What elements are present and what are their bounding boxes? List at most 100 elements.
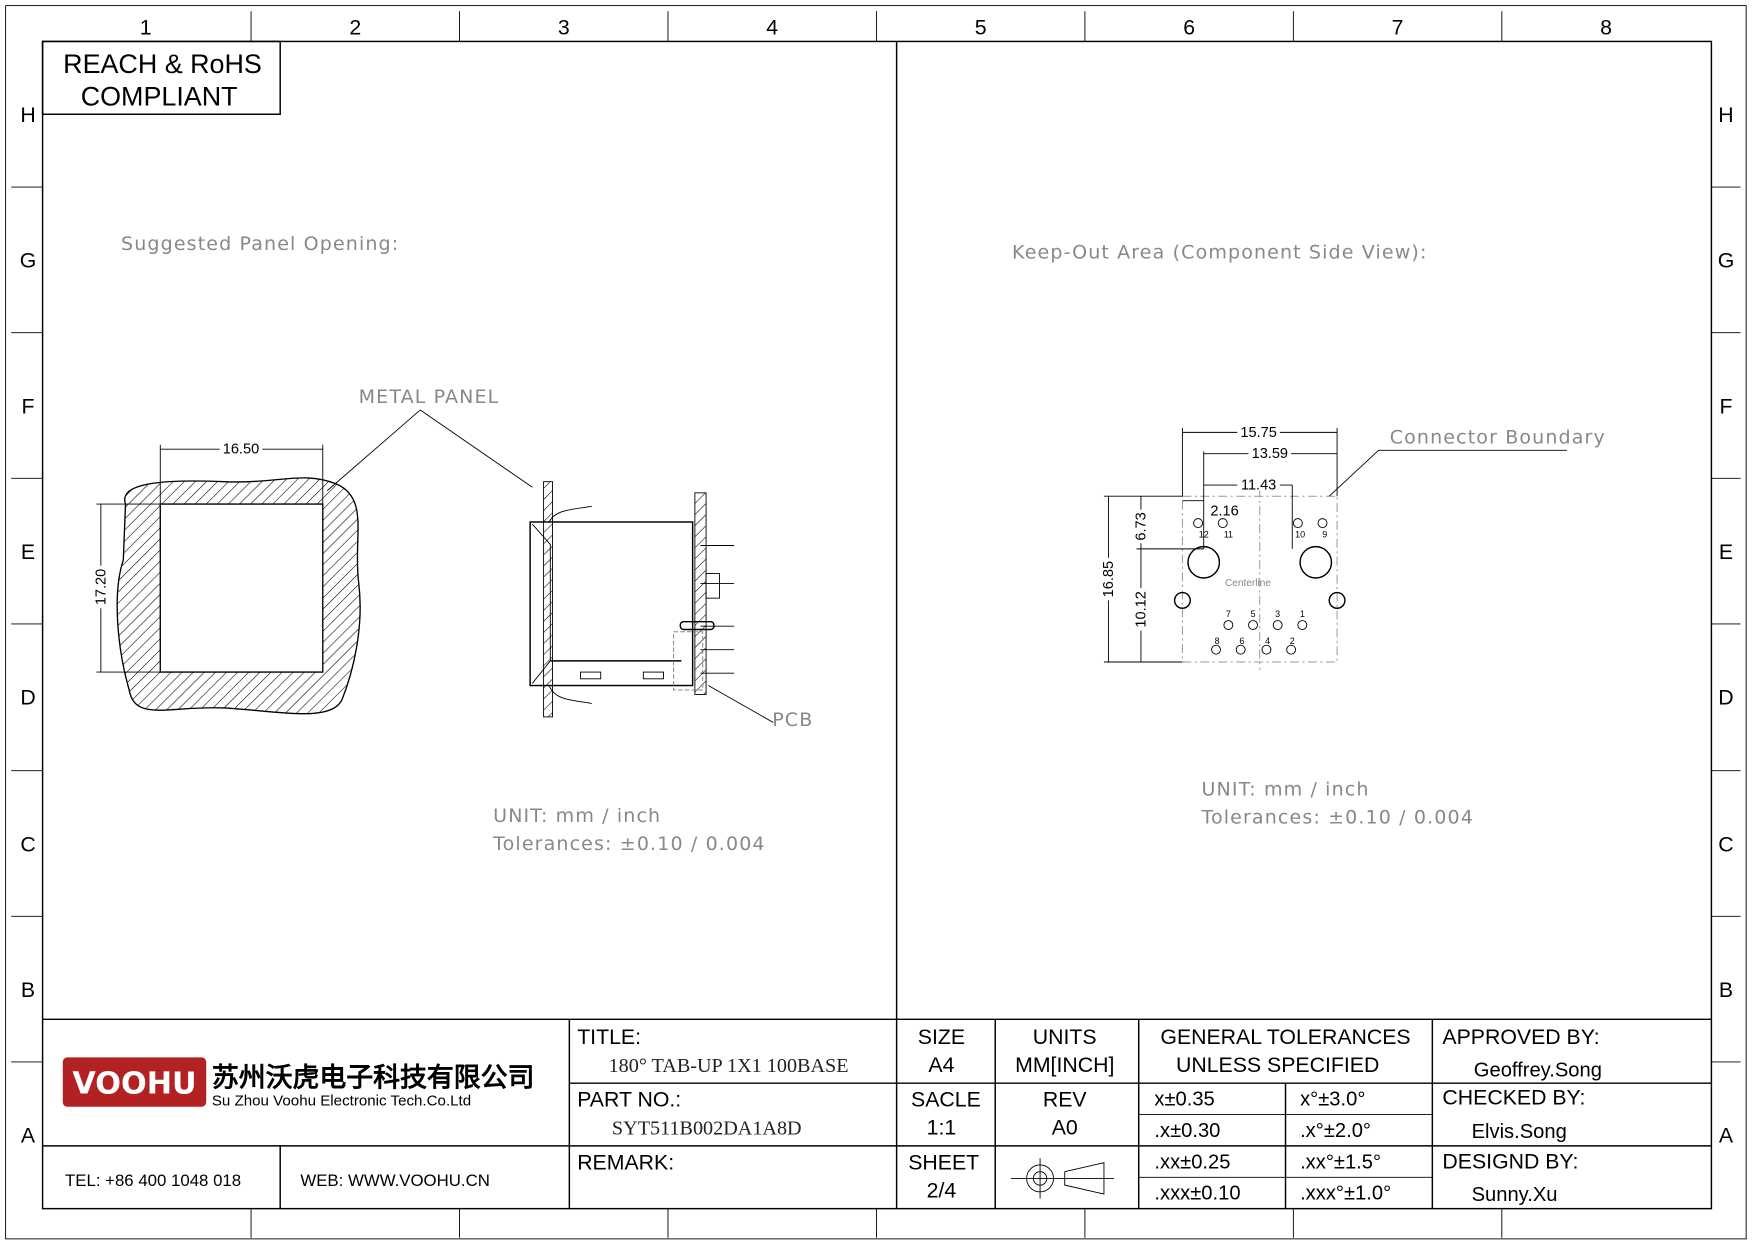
right-unit-note: UNIT: mm / inch <box>1201 778 1369 800</box>
grid-row-label: E <box>21 540 35 564</box>
tel: TEL: +86 400 1048 018 <box>65 1171 241 1190</box>
mounting-holes <box>1173 545 1346 609</box>
grid-row-label: C <box>20 832 35 856</box>
projection-symbol-icon <box>1010 1158 1115 1199</box>
approved-by-label: APPROVED BY: <box>1442 1025 1599 1049</box>
remark-label: REMARK: <box>577 1150 674 1174</box>
panel-opening-heading: Suggested Panel Opening: <box>121 233 399 255</box>
checked-by-label: CHECKED BY: <box>1442 1085 1585 1109</box>
dim-post-span: 11.43 <box>1241 478 1276 494</box>
rev-label: REV <box>1043 1088 1088 1112</box>
checked-by-value: Elvis.Song <box>1472 1121 1567 1143</box>
dim-overall-height: 16.85 <box>1101 561 1117 597</box>
scale-value: 1:1 <box>927 1116 957 1140</box>
metal-panel-hatch <box>116 477 361 715</box>
compliance-line2: COMPLIANT <box>81 81 238 111</box>
dim-hole-span: 13.59 <box>1252 446 1288 462</box>
pin-label: 1 <box>1300 609 1305 619</box>
compliance-box: REACH & RoHS COMPLIANT <box>41 40 281 115</box>
grid-row-label: H <box>1718 103 1733 127</box>
pcb-label: PCB <box>772 709 813 731</box>
keep-out-view: Keep-Out Area (Component Side View): 12 … <box>1012 242 1606 829</box>
centerline-label: Centerline <box>1225 578 1271 589</box>
grid-row-label: D <box>20 686 35 710</box>
pin-label: 10 <box>1295 530 1305 540</box>
grid-col-label: 6 <box>1183 16 1195 40</box>
company-name-en: Su Zhou Voohu Electronic Tech.Co.Ltd <box>212 1093 471 1110</box>
grid-col-label: 1 <box>140 16 152 40</box>
dim-offset: 2.16 <box>1210 503 1238 519</box>
tolerance-angular: .xx°±1.5° <box>1300 1151 1381 1173</box>
grid-row-label: H <box>20 103 35 127</box>
grid-row-label: B <box>21 978 35 1002</box>
web-link[interactable]: WEB: WWW.VOOHU.CN <box>300 1171 489 1190</box>
grid-col-label: 7 <box>1392 16 1404 40</box>
tolerance-header-2: UNLESS SPECIFIED <box>1176 1053 1379 1077</box>
grid-row-label: B <box>1719 978 1733 1002</box>
tolerance-linear: .xx±0.25 <box>1154 1151 1230 1173</box>
grid-col-label: 4 <box>766 16 778 40</box>
connector-boundary-label: Connector Boundary <box>1390 427 1606 449</box>
panel-width-dim: 16.50 <box>223 442 259 458</box>
company-logo: VOOHU <box>62 1057 207 1107</box>
grid-col-label: 2 <box>349 16 361 40</box>
right-tolerance-note: Tolerances: ±0.10 / 0.004 <box>1200 806 1474 828</box>
grid-col-label: 8 <box>1600 16 1612 40</box>
designed-by-value: Sunny.Xu <box>1472 1184 1558 1206</box>
grid-row-label: F <box>1719 394 1732 418</box>
pin-label: 9 <box>1322 530 1327 540</box>
panel-height-dim: 17.20 <box>93 569 109 605</box>
connector-side-view <box>529 481 735 718</box>
tolerance-header-1: GENERAL TOLERANCES <box>1160 1025 1410 1049</box>
title-block: VOOHU 苏州沃虎电子科技有限公司 Su Zhou Voohu Electro… <box>42 1018 1712 1209</box>
pin-label: 3 <box>1275 609 1280 619</box>
title-label: TITLE: <box>577 1025 641 1049</box>
pin-label: 12 <box>1199 530 1209 540</box>
grid-row-label: F <box>22 394 35 418</box>
rev-value: A0 <box>1052 1116 1078 1140</box>
sheet-label: SHEET <box>908 1150 979 1174</box>
grid-row-label: A <box>21 1124 36 1148</box>
units-label: UNITS <box>1033 1025 1097 1049</box>
tolerance-angular: x°±3.0° <box>1300 1089 1365 1111</box>
tolerance-angular: .xxx°±1.0° <box>1300 1183 1391 1205</box>
approved-by-value: Geoffrey.Song <box>1474 1059 1602 1081</box>
grid-row-label: E <box>1719 540 1733 564</box>
pin-label: 7 <box>1226 609 1231 619</box>
tolerance-linear: x±0.35 <box>1154 1089 1214 1111</box>
keep-out-heading: Keep-Out Area (Component Side View): <box>1012 242 1427 264</box>
grid-row-label: G <box>1718 249 1735 273</box>
designed-by-label: DESIGND BY: <box>1442 1149 1578 1173</box>
pin-label: 5 <box>1251 609 1256 619</box>
size-label: SIZE <box>918 1025 965 1049</box>
title-value: 180° TAB-UP 1X1 100BASE <box>609 1055 849 1077</box>
sheet-frame: 1 2 3 4 5 6 7 8 H G F E D C B A H G F E … <box>5 5 1747 1240</box>
dim-overall-width: 15.75 <box>1240 425 1276 441</box>
pin-holes <box>1193 518 1328 655</box>
grid-row-label: C <box>1718 832 1733 856</box>
dim-upper-height: 6.73 <box>1133 512 1149 540</box>
tolerance-angular: .x°±2.0° <box>1300 1120 1371 1142</box>
company-name-cn: 苏州沃虎电子科技有限公司 <box>212 1063 535 1093</box>
tolerance-linear: .xxx±0.10 <box>1154 1183 1240 1205</box>
compliance-line1: REACH & RoHS <box>63 49 262 79</box>
pin-label: 8 <box>1215 636 1220 646</box>
pin-label: 6 <box>1239 636 1244 646</box>
grid-col-label: 3 <box>558 16 570 40</box>
grid-col-label: 5 <box>975 16 987 40</box>
tolerance-linear: .x±0.30 <box>1154 1120 1220 1142</box>
svg-text:VOOHU: VOOHU <box>72 1066 196 1101</box>
pin-label: 11 <box>1224 530 1233 540</box>
grid-row-label: A <box>1719 1124 1734 1148</box>
dim-lower-height: 10.12 <box>1133 591 1149 627</box>
panel-opening-view: Suggested Panel Opening: 16.50 17.20 MET… <box>91 233 813 855</box>
left-unit-note: UNIT: mm / inch <box>493 805 661 827</box>
metal-panel-label: METAL PANEL <box>359 386 500 408</box>
size-value: A4 <box>928 1053 954 1077</box>
part-no-value: SYT511B002DA1A8D <box>612 1118 802 1140</box>
grid-row-label: G <box>20 249 37 273</box>
pin-label: 4 <box>1265 636 1270 646</box>
grid-row-label: D <box>1718 686 1733 710</box>
sheet-value: 2/4 <box>927 1178 957 1202</box>
